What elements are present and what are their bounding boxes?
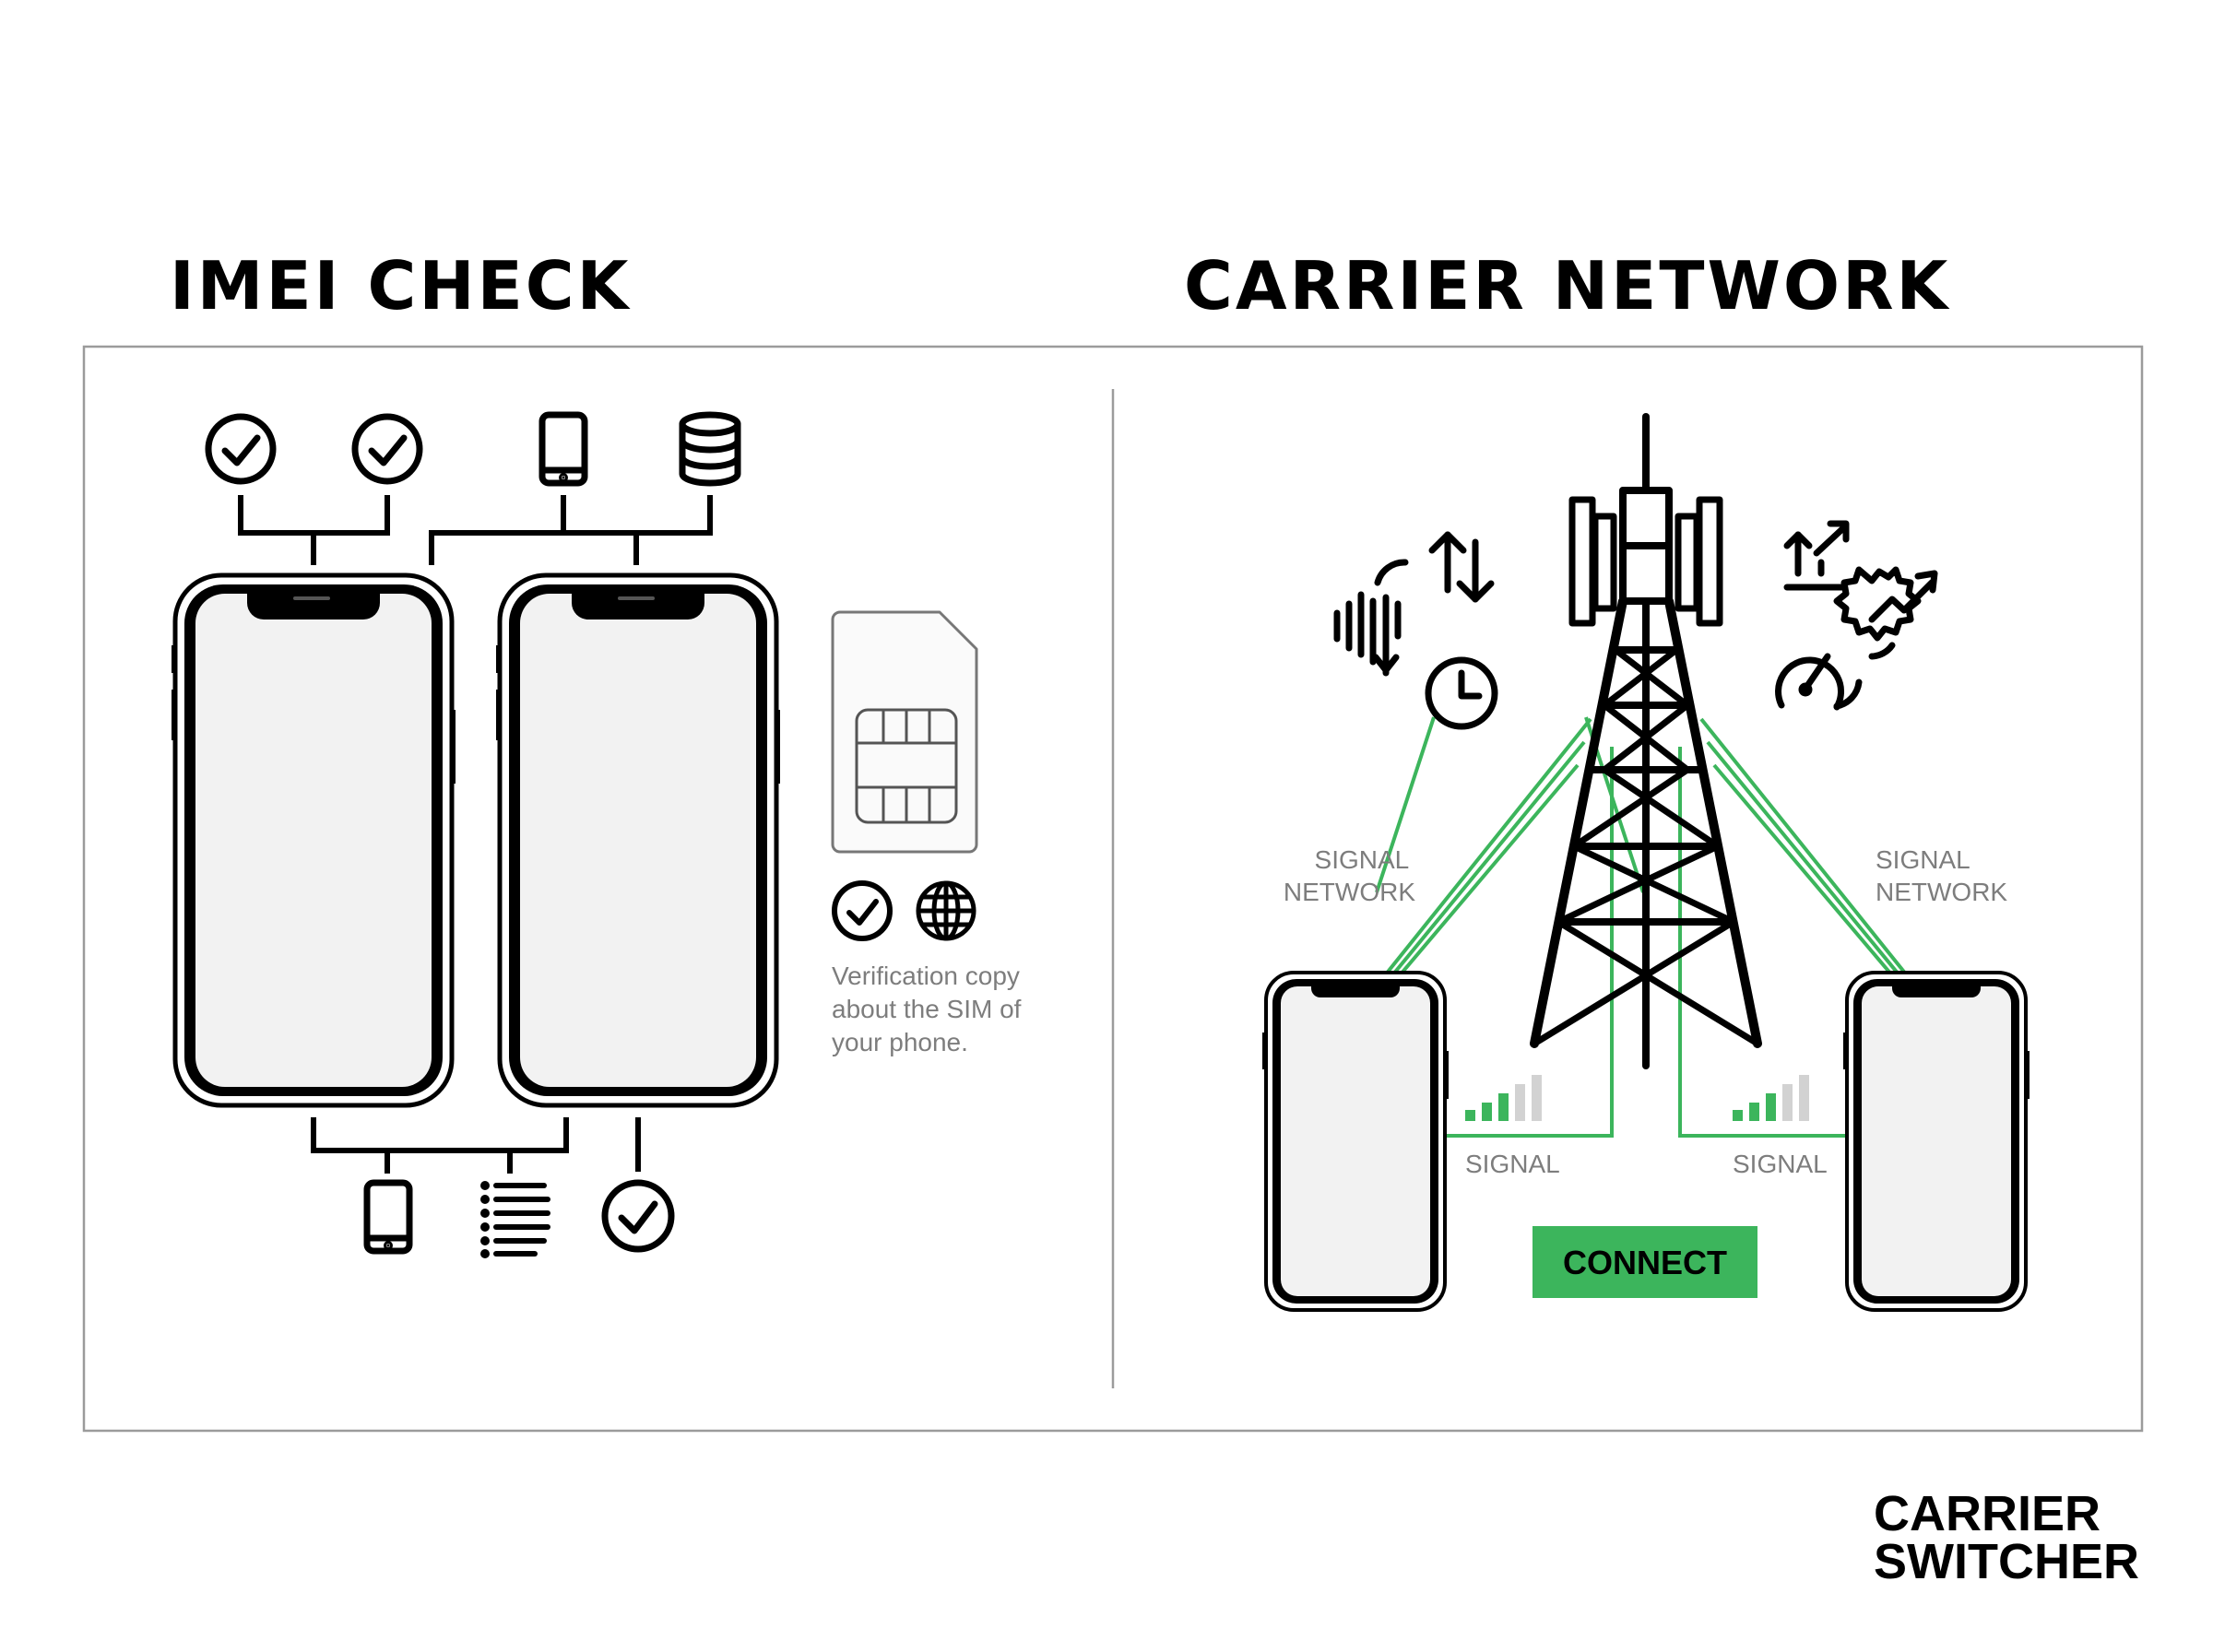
phone-right-large <box>496 572 780 1108</box>
signal-bars-left-icon <box>1465 1075 1542 1121</box>
signal-network-label-right: SIGNAL NETWORK <box>1876 845 2007 906</box>
sim-note-line-3: your phone. <box>832 1028 968 1056</box>
tower-right-icons <box>1775 520 1938 711</box>
phone-small-left <box>1262 971 1449 1312</box>
sim-note-line-2: about the SIM of <box>832 995 1022 1023</box>
logo-line-1: CARRIER <box>1874 1486 2101 1541</box>
imei-check-title: IMEI CHECK <box>170 247 632 324</box>
imei-top-icons <box>205 411 741 487</box>
connect-button-label[interactable]: CONNECT <box>1563 1244 1727 1281</box>
gear-growth-icon <box>1833 566 1938 642</box>
tower-left-icons <box>1333 531 1498 730</box>
sim-icons <box>832 880 976 941</box>
check-circle-icon <box>351 413 423 485</box>
carrier-network-title: CARRIER NETWORK <box>1184 247 1951 324</box>
signal-network-label-left: SIGNAL NETWORK <box>1284 845 1415 906</box>
imei-connectors <box>238 495 713 1174</box>
smartphone-icon <box>538 411 588 487</box>
carrier-switcher-logo: CARRIER SWITCHER <box>1874 1486 2139 1589</box>
phone-left-large <box>172 572 456 1108</box>
signal-label-left: SIGNAL <box>1465 1150 1560 1178</box>
signal-label-right: SIGNAL <box>1733 1150 1828 1178</box>
list-icon <box>480 1181 550 1258</box>
sim-card-icon <box>831 610 978 854</box>
upload-chart-icon <box>1783 520 1850 591</box>
panel-frame <box>82 345 2144 1433</box>
sim-note-line-1: Verification copy <box>832 962 1020 990</box>
signal-network-right-line-1: SIGNAL <box>1876 845 1970 874</box>
logo-line-2: SWITCHER <box>1874 1534 2139 1589</box>
smartphone-icon <box>363 1179 413 1255</box>
connect-button-bg[interactable] <box>1533 1226 1757 1298</box>
speedometer-icon <box>1775 642 1896 711</box>
check-circle-icon <box>205 413 277 485</box>
check-circle-icon <box>832 880 893 941</box>
signal-network-left-line-2: NETWORK <box>1284 878 1415 906</box>
cell-tower-icon <box>1530 413 1762 1069</box>
sim-note: Verification copy about the SIM of your … <box>832 962 1028 1056</box>
signal-network-right-line-2: NETWORK <box>1876 878 2007 906</box>
connect-button[interactable]: CONNECT <box>1533 1226 1757 1298</box>
arrows-up-down-icon <box>1374 531 1495 603</box>
globe-icon <box>916 880 976 941</box>
signal-lines <box>1375 716 1909 1138</box>
check-circle-icon <box>601 1179 675 1253</box>
phone-small-right <box>1843 971 2030 1312</box>
database-icon <box>679 411 741 487</box>
signal-network-left-line-1: SIGNAL <box>1315 845 1409 874</box>
signal-bars-right-icon <box>1733 1075 1809 1121</box>
imei-bottom-icons <box>363 1179 675 1258</box>
signal-wave-icon <box>1333 591 1402 677</box>
clock-icon <box>1425 656 1498 730</box>
